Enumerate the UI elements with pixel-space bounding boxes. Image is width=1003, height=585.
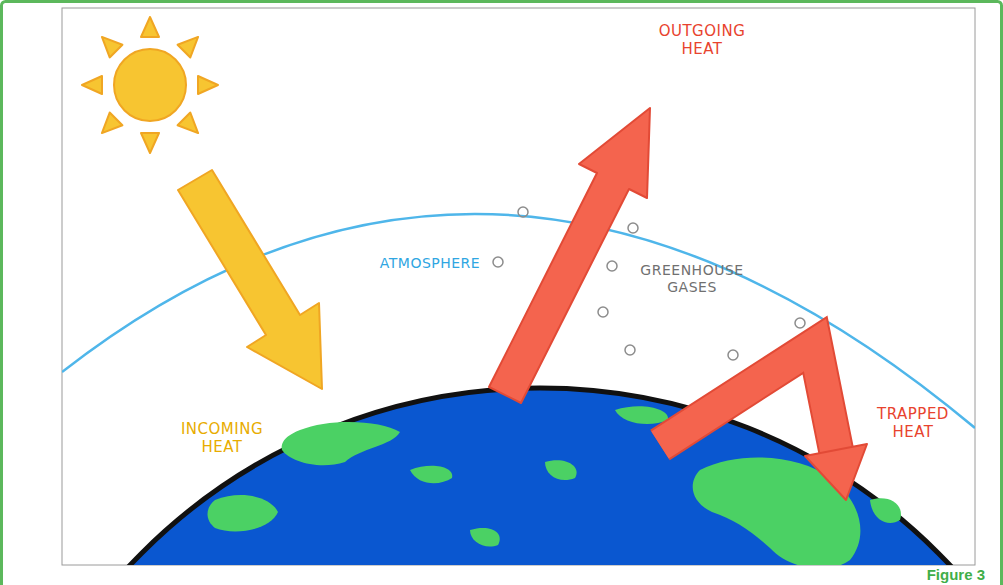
sun (82, 17, 218, 153)
incoming-heat-arrow (178, 170, 322, 389)
trapped-heat-label: TRAPPED HEAT (869, 405, 957, 441)
atmosphere-label: ATMOSPHERE (380, 255, 480, 272)
greenhouse-gases-label: GREENHOUSE GASES (628, 262, 756, 296)
outgoing-heat-label: OUTGOING HEAT (647, 22, 757, 58)
incoming-heat-label: INCOMING HEAT (172, 420, 272, 456)
figure-caption: Figure 3 (927, 566, 985, 583)
outgoing-heat-arrow (489, 108, 650, 403)
trapped-heat-arrow (660, 345, 867, 500)
